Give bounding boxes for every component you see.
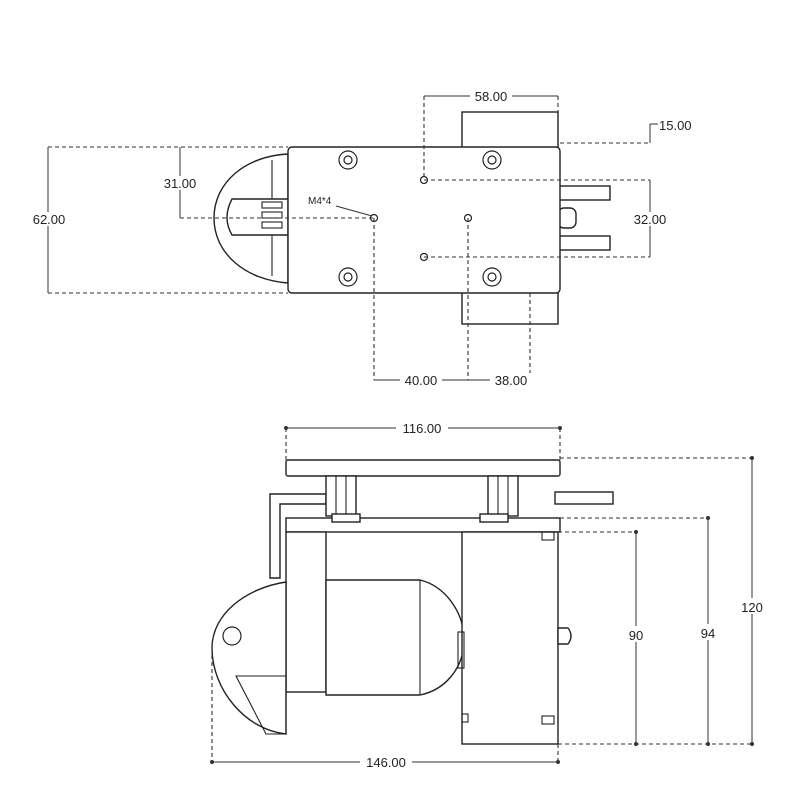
gearbox-tab-top xyxy=(541,531,555,541)
cap-slot xyxy=(226,198,289,236)
dim-31: 31.00 xyxy=(164,176,197,191)
output-shaft xyxy=(557,627,572,645)
hole-bl-inner xyxy=(343,272,353,282)
side-base-plate xyxy=(285,517,561,533)
gearbox-housing xyxy=(461,531,559,745)
dim-116: 116.00 xyxy=(403,421,442,436)
dim-94: 94 xyxy=(701,626,715,641)
top-extension-lines xyxy=(48,96,650,380)
slot-rib-1 xyxy=(261,201,283,209)
bracket-arm-bottom xyxy=(557,235,611,251)
side-end-cap xyxy=(211,581,287,735)
side-post-right xyxy=(487,475,519,517)
side-nut-right xyxy=(479,513,509,523)
dim-m4x4: M4*4 xyxy=(308,196,332,207)
motor-flange xyxy=(285,531,327,693)
side-view: 116.00 90 94 120 146.00 xyxy=(210,421,766,770)
end-cap-hole xyxy=(222,626,242,646)
side-post-left xyxy=(325,475,357,517)
side-extension-lines xyxy=(211,428,752,762)
hole-tl-inner xyxy=(343,155,353,165)
side-top-plate xyxy=(285,459,561,477)
bracket-pivot xyxy=(557,207,577,229)
dim-62: 62.00 xyxy=(33,212,66,227)
dim-40: 40.00 xyxy=(405,373,438,388)
dimension-arrows xyxy=(210,426,754,764)
motor-can xyxy=(325,579,465,696)
side-bracket-arm xyxy=(554,491,614,505)
dim-58: 58.00 xyxy=(475,89,508,104)
gearbox-tab-left xyxy=(461,713,469,723)
slot-rib-3 xyxy=(261,221,283,229)
corner-holes xyxy=(338,150,502,287)
side-nut-left xyxy=(331,513,361,523)
dim-120: 120 xyxy=(741,600,763,615)
dim-90: 90 xyxy=(629,628,643,643)
dim-32: 32.00 xyxy=(634,212,667,227)
dim-146: 146.00 xyxy=(366,755,406,770)
gearbox-notch xyxy=(457,631,465,669)
bracket-arm-top xyxy=(557,185,611,201)
end-cap-clip xyxy=(235,675,287,735)
hole-tr-inner xyxy=(487,155,497,165)
gearbox-tab-bottom xyxy=(541,715,555,725)
dim-38: 38.00 xyxy=(495,373,528,388)
dim-15: 15.00 xyxy=(659,118,692,133)
hole-br-inner xyxy=(487,272,497,282)
top-view: 58.00 15.00 31.00 62.00 M4*4 32.00 40.00… xyxy=(24,89,692,388)
